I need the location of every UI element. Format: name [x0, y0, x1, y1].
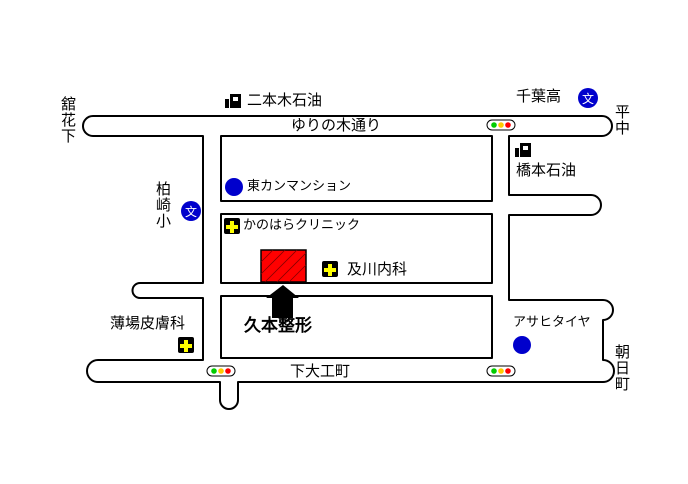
label-nihongi-sekiyu: 二本木石油: [247, 91, 323, 109]
hospital-icon: [178, 337, 194, 353]
label-higashi-mansion: 東カンマンション: [247, 179, 352, 194]
school-icon-label: 文: [185, 204, 197, 219]
hospital-icon: [322, 261, 338, 277]
gas-station-icon: [515, 143, 531, 157]
arrow-icon: [266, 285, 299, 318]
block-kuhon: [220, 295, 493, 359]
label-usuba-hifuka: 薄場皮膚科: [110, 314, 186, 332]
label-kanka: 舘花下: [59, 96, 77, 144]
tire-shop-marker-icon: [513, 336, 531, 354]
block-clinic: [220, 213, 493, 284]
label-kanohara-clinic: かのはらクリニック: [243, 218, 361, 233]
label-hiranaka: 平中: [613, 104, 631, 136]
label-asahi-machi: 朝日町: [613, 344, 631, 392]
block-higashi: [220, 135, 493, 202]
label-yurinoki-dori: ゆりの木通り: [291, 116, 382, 134]
school-icon-label: 文: [582, 91, 594, 106]
gas-station-icon: [225, 94, 241, 108]
traffic-signal-icon: [206, 365, 236, 377]
destination-hatching: [260, 249, 307, 283]
label-chiba-ko: 千葉高: [516, 87, 562, 105]
mansion-marker-icon: [225, 178, 243, 196]
label-hashimoto-sekiyu: 橋本石油: [516, 161, 577, 179]
traffic-signal-icon: [486, 365, 516, 377]
school-icon: [578, 88, 598, 108]
label-oikawa-naika: 及川内科: [347, 260, 408, 278]
school-icon: [181, 201, 201, 221]
label-asahi-taiya: アサヒタイヤ: [513, 315, 591, 330]
label-kashiwazaki-sho: 柏崎小: [154, 181, 172, 229]
hospital-icon: [224, 218, 240, 234]
traffic-signal-icon: [486, 119, 516, 131]
label-shimodaiku-machi: 下大工町: [290, 362, 351, 380]
road-yurinoki-dori: [82, 115, 615, 410]
label-kuhon-seikei: 久本整形: [244, 316, 312, 336]
